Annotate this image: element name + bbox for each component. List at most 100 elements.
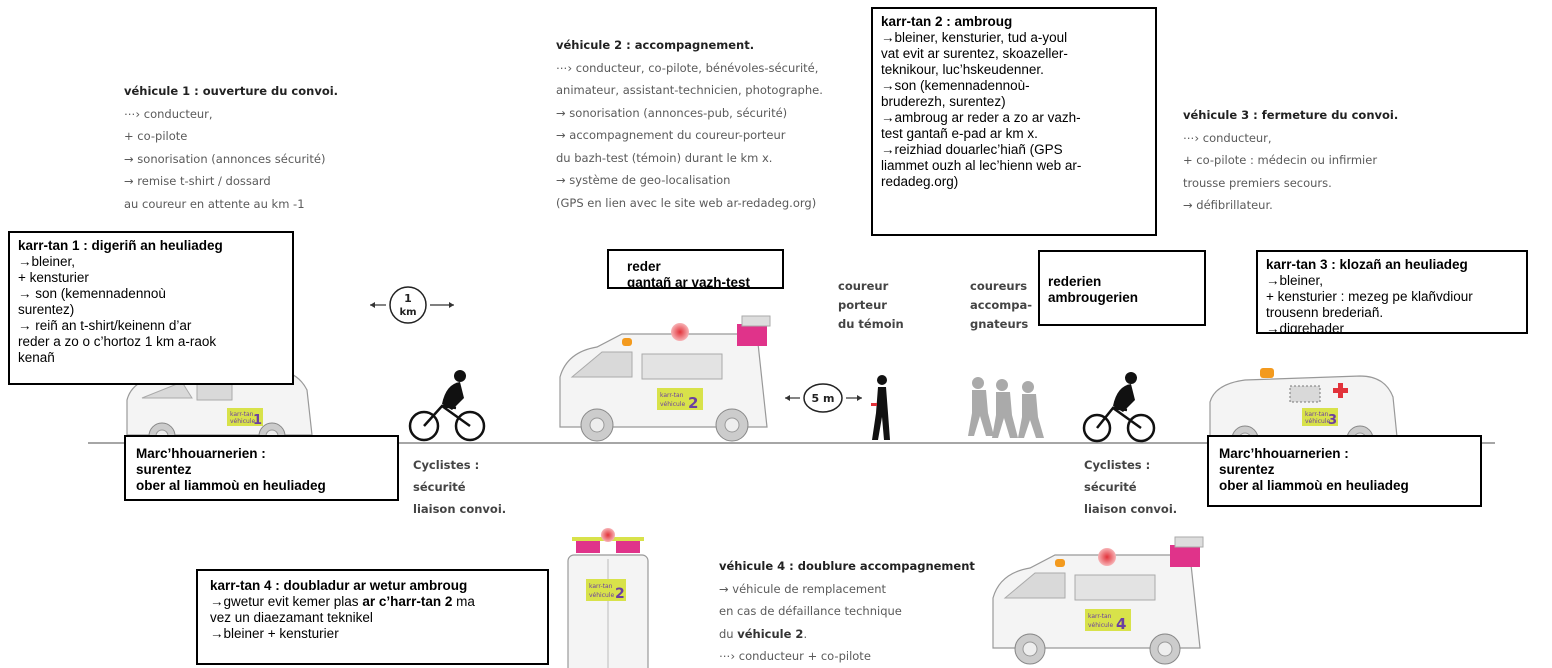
badge-v1-small: karr-tan [230, 411, 254, 418]
box-karrtan-1-title: karr-tan 1 : digeriñ an heuliadeg [18, 238, 223, 253]
box-reder-line: reder [627, 259, 661, 274]
box-karrtan-1-line: reder a zo o c’hortoz 1 km a-raok [18, 334, 217, 349]
vehicle4-line: en cas de défaillance technique [719, 604, 902, 618]
vehicle4-line3-pre: du [719, 626, 738, 641]
box-karrtan-3-line: + kensturier : mezeg pe klañvdiour [1266, 289, 1473, 304]
badge-v4-sub: véhicule [1088, 622, 1113, 629]
box-karrtan-2-line: →ambroug ar reder a zo ar vazh- [881, 110, 1081, 125]
vehicle4-line: ⋯› conducteur + co-pilote [719, 649, 871, 663]
box-karrtan-2-line: liammet ouzh al lec’hienn web ar- [881, 158, 1082, 173]
vehicle3-line: ⋯› conducteur, [1183, 130, 1272, 145]
vehicle2-line: (GPS en lien avec le site web ar-redadeg… [556, 195, 817, 210]
box-karrtan-3-line: →bleiner, [1266, 273, 1324, 288]
box-march-left-line: ober al liammoù en heuliadeg [136, 478, 326, 493]
box-march-right-line: ober al liammoù en heuliadeg [1219, 478, 1409, 493]
box-karrtan-3-title: karr-tan 3 : klozañ an heuliadeg [1266, 257, 1468, 272]
vehicle2-line: ⋯› conducteur, co-pilote, bénévoles-sécu… [556, 60, 819, 75]
vehicle4-line3-post: . [803, 626, 808, 641]
label-cyclistes-left-line: sécurité [413, 480, 466, 494]
vehicle3-line: trousse premiers secours. [1183, 175, 1332, 190]
vehicle-2-van: karr-tan véhicule 2 [559, 315, 771, 442]
vehicle4-line-3: du véhicule 2. [719, 623, 975, 646]
label-accompagnateurs-line: accompa- [970, 298, 1033, 312]
box-reder-line: gantañ ar vazh-test [627, 275, 751, 289]
cyclist-left [408, 370, 486, 442]
label-cyclistes-left: Cyclistes : sécurité liaison convoi. [413, 454, 506, 520]
box-karrtan-4-line1-bold: ar c’harr-tan 2 [362, 594, 453, 609]
vehicle1-line: au coureur en attente au km -1 [124, 196, 305, 211]
label-cyclistes-left-line: liaison convoi. [413, 502, 507, 516]
vehicle-2-rear-view: karr-tan véhicule 2 [567, 528, 649, 668]
badge-v2-small: karr-tan [660, 392, 684, 399]
box-karrtan-2-line: →reizhiad douarlec’hiañ (GPS [881, 142, 1063, 157]
cyclist-right [1082, 372, 1156, 443]
box-rederien: rederien ambrougerien [1038, 250, 1206, 326]
label-cyclistes-right-line: liaison convoi. [1084, 502, 1178, 516]
label-accompagnateurs-line: coureurs [970, 279, 1028, 293]
box-march-left-line: surentez [136, 462, 192, 477]
box-karrtan-4-line1-post: ma [452, 594, 475, 609]
vehicle2-line: → sonorisation (annonces-pub, sécurité) [556, 105, 788, 120]
box-march-right-line: Marc’hhouarnerien : [1219, 446, 1349, 461]
box-karrtan-4-line-2: vez un diaezamant teknikel [210, 610, 373, 625]
box-karrtan-1-line: →bleiner, [18, 254, 76, 269]
vehicle3-line: + co-pilote : médecin ou infirmier [1183, 153, 1378, 167]
distance-5m-label: 5 m [812, 392, 835, 405]
box-karrtan-4: karr-tan 4 : doubladur ar wetur ambroug … [196, 569, 549, 665]
label-porteur-line: coureur [838, 279, 889, 293]
box-rederien-line: ambrougerien [1048, 290, 1139, 305]
label-cyclistes-right-line: Cyclistes : [1084, 458, 1151, 472]
badge-v3-sub: véhicule [1305, 418, 1330, 425]
vehicle1-line: + co-pilote [124, 129, 188, 143]
distance-5m-marker: 5 m [785, 383, 862, 413]
label-porteur-line: porteur [838, 298, 887, 312]
badge-v1-sub: véhicule [230, 418, 255, 425]
vehicle2-line: → accompagnement du coureur-porteur [556, 128, 786, 142]
vehicle3-title: véhicule 3 : fermeture du convoi. [1183, 108, 1399, 122]
vehicle1-line: → sonorisation (annonces sécurité) [124, 151, 326, 166]
vehicle1-title: véhicule 1 : ouverture du convoi. [124, 84, 339, 98]
label-cyclistes-right: Cyclistes : sécurité liaison convoi. [1084, 454, 1177, 520]
label-cyclistes-left-line: Cyclistes : [413, 458, 480, 472]
box-karrtan-1-line: surentez) [18, 302, 75, 317]
box-karrtan-2: karr-tan 2 : ambroug →bleiner, kensturie… [871, 7, 1157, 236]
badge-v1-num: 1 [253, 413, 262, 428]
box-march-right-line: surentez [1219, 462, 1275, 477]
box-karrtan-2-line: vat evit ar surentez, skoazeller- [881, 46, 1068, 61]
box-rederien-line: rederien [1048, 274, 1102, 289]
badge-rear-small: karr-tan [589, 583, 613, 590]
badge-v4-num: 4 [1116, 615, 1126, 633]
box-karrtan-4-line-1: →gwetur evit kemer plas ar c’harr-tan 2 … [210, 594, 535, 610]
vehicle2-line: du bazh-test (témoin) durant le km x. [556, 150, 773, 165]
box-karrtan-2-line: →son (kemennadennoù- [881, 78, 1030, 93]
box-karrtan-4-line1-pre: →gwetur evit kemer plas [210, 594, 363, 609]
box-karrtan-3-line: trousenn brederiañ. [1266, 305, 1384, 320]
label-porteur-line: du témoin [838, 317, 904, 331]
label-cyclistes-right-line: sécurité [1084, 480, 1137, 494]
distance-km-unit: km [399, 307, 416, 318]
vehicle2-line: → système de geo-localisation [556, 173, 731, 187]
box-karrtan-1: karr-tan 1 : digeriñ an heuliadeg →blein… [8, 231, 294, 385]
badge-rear-sub: véhicule [589, 592, 614, 599]
box-karrtan-1-line: → son (kemennadennoù [18, 286, 166, 301]
vehicle4-description: véhicule 4 : doublure accompagnement → v… [719, 555, 975, 668]
vehicle3-description: véhicule 3 : fermeture du convoi. ⋯› con… [1183, 104, 1398, 217]
box-march-left-line: Marc’hhouarnerien : [136, 446, 266, 461]
label-porteur: coureur porteur du témoin [838, 277, 904, 334]
badge-v2-sub: véhicule [660, 401, 685, 408]
distance-km-value: 1 [404, 292, 412, 305]
box-karrtan-4-line-3: →bleiner + kensturier [210, 626, 339, 641]
box-karrtan-2-line: teknikour, luc’hskeudenner. [881, 62, 1044, 77]
vehicle-4-van: karr-tan véhicule 4 [992, 536, 1204, 665]
box-karrtan-1-line: kenañ [18, 350, 55, 365]
badge-rear-num: 2 [615, 586, 625, 602]
box-karrtan-3: karr-tan 3 : klozañ an heuliadeg →bleine… [1256, 250, 1528, 334]
box-karrtan-3-line: →digrehader [1266, 321, 1345, 334]
badge-v3-num: 3 [1328, 413, 1337, 428]
box-karrtan-2-line: test gantañ e-pad ar km x. [881, 126, 1038, 141]
vehicle1-description: véhicule 1 : ouverture du convoi. ⋯› con… [124, 80, 338, 215]
badge-v2-num: 2 [688, 394, 698, 412]
vehicle4-line3-bold: véhicule 2 [737, 626, 804, 641]
label-accompagnateurs: coureurs accompa- gnateurs [970, 277, 1032, 334]
